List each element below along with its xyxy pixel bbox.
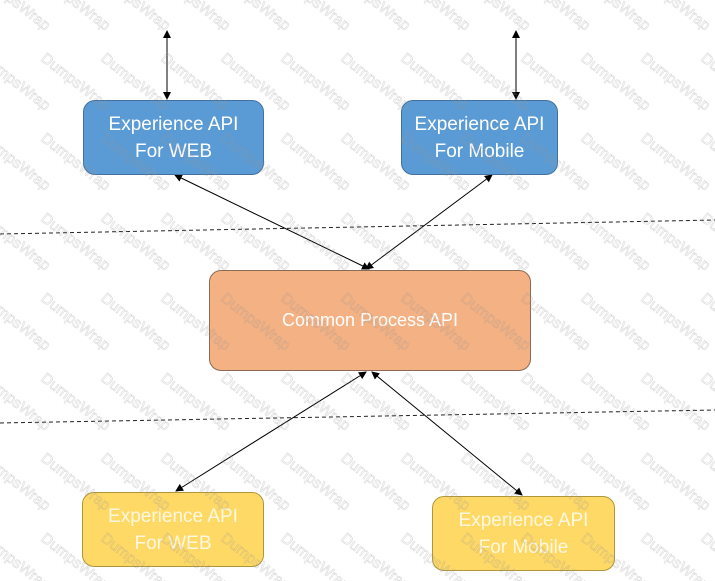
box-line1: Experience API xyxy=(414,113,545,135)
arrow-web-process xyxy=(174,174,370,270)
experience-api-web-bottom: Experience API For WEB xyxy=(82,492,264,567)
box-line2: For Mobile xyxy=(478,536,569,558)
box-line2: For WEB xyxy=(134,140,213,162)
layer-divider-top xyxy=(0,219,715,235)
box-line2: For WEB xyxy=(134,532,212,554)
box-line1: Experience API xyxy=(108,505,238,527)
box-line1: Experience API xyxy=(458,509,589,531)
arrow-mobile-process xyxy=(365,174,493,270)
arrow-process-web-bottom xyxy=(175,371,367,492)
box-line2: For Mobile xyxy=(434,140,525,162)
box-label: Common Process API xyxy=(281,310,459,330)
box-line1: Experience API xyxy=(108,113,239,135)
experience-api-web-top: Experience API For WEB xyxy=(83,100,264,175)
experience-api-mobile-bottom: Experience API For Mobile xyxy=(432,496,615,571)
common-process-api: Common Process API xyxy=(209,270,531,371)
experience-api-mobile-top: Experience API For Mobile xyxy=(401,100,558,175)
layer-divider-bottom xyxy=(0,409,715,424)
arrow-process-mobile-bottom xyxy=(371,371,523,496)
